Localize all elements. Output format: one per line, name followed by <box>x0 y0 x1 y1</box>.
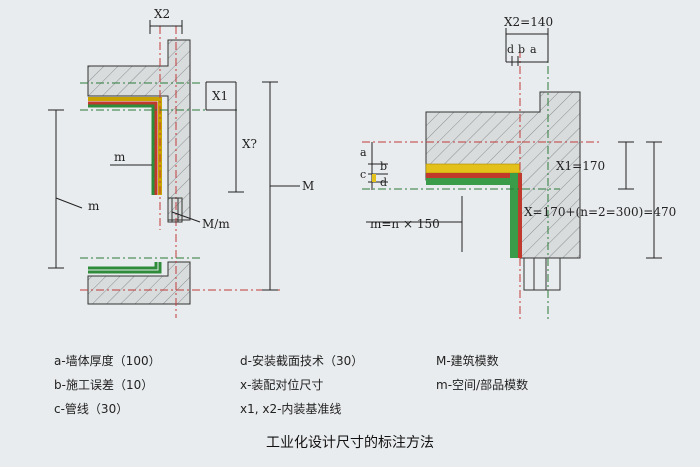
label-x-unknown: X? <box>242 137 257 151</box>
label-M-left: M <box>302 179 314 193</box>
figure-caption: 工业化设计尺寸的标注方法 <box>266 435 434 451</box>
label-x1-right: X1=170 <box>556 159 605 173</box>
label-d-left: d <box>380 176 387 189</box>
legend: a-墙体厚度（100） b-施工误差（10） c-管线（30） d-安装截面技术… <box>0 352 700 422</box>
label-c-left: c <box>360 168 366 181</box>
legend-item-b: b-施工误差（10） <box>54 378 154 392</box>
label-b-top: b <box>518 43 525 56</box>
label-x1-left: X1 <box>212 89 228 103</box>
dimension-diagram: X2 X1 X? M m m M/m <box>48 7 676 320</box>
label-x2-left: X2 <box>154 7 170 21</box>
label-a-top: a <box>530 43 537 56</box>
right-wall-section <box>362 50 600 320</box>
legend-item-d: d-安装截面技术（30） <box>240 354 364 368</box>
left-labels: X2 X1 X? M m m M/m <box>88 7 314 231</box>
label-m-inner: m <box>114 150 126 164</box>
label-a-left: a <box>360 146 367 159</box>
legend-item-x1x2: x1, x2-内装基准线 <box>240 402 342 416</box>
legend-item-c: c-管线（30） <box>54 402 129 416</box>
legend-item-x: x-装配对位尺寸 <box>240 378 324 392</box>
left-wall-section <box>80 26 280 318</box>
label-M-over-m: M/m <box>202 217 230 231</box>
label-x-formula: X=170+(n=2=300)=470 <box>524 205 676 219</box>
legend-item-m: m-空间/部品模数 <box>436 378 529 392</box>
left-dimensions <box>48 20 300 291</box>
label-m-outer: m <box>88 199 100 213</box>
legend-item-M: M-建筑模数 <box>436 354 499 368</box>
label-x2-right: X2=140 <box>504 15 553 29</box>
label-b-left: b <box>380 160 387 173</box>
legend-item-a: a-墙体厚度（100） <box>54 354 161 368</box>
label-d-top: d <box>507 43 514 56</box>
right-dimensions <box>366 28 662 259</box>
label-m-formula: m=n × 150 <box>370 217 440 231</box>
right-labels: X2=140 d b a a b c d m=n × 150 X1=170 X=… <box>360 15 676 231</box>
